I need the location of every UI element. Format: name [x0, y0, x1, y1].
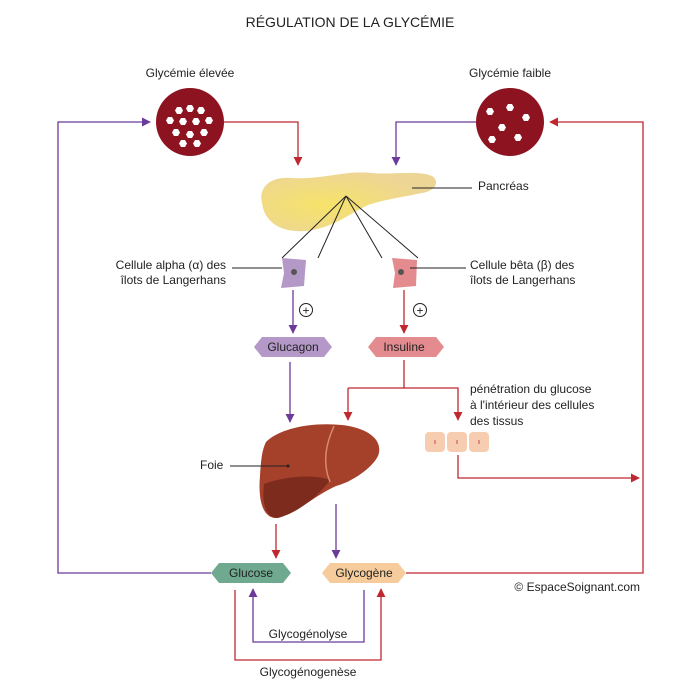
glycogen-tag: Glycogène: [322, 563, 406, 583]
low-glycemia-label: Glycémie faible: [469, 66, 551, 80]
liver-pointer-dot: [286, 464, 290, 468]
alpha-cell-label-line1: Cellule alpha (α) des: [116, 258, 226, 272]
insulin-label: Insuline: [383, 340, 425, 354]
pancreas-to-cells-lines: [281, 195, 419, 259]
glucagon-label: Glucagon: [267, 340, 318, 354]
insulin-tag: Insuline: [368, 337, 444, 357]
penetration-label-line3: des tissus: [470, 414, 523, 428]
glucose-to-high-feedback-arrow: [57, 117, 211, 574]
glycogenesis-label: Glycogénogenèse: [260, 665, 357, 679]
beta-cell-label-line2: îlots de Langerhans: [469, 273, 575, 287]
glucose-label: Glucose: [229, 566, 273, 580]
high-glycemia-blood-vessel: [156, 88, 224, 156]
alpha-cell: [281, 258, 306, 288]
pancreas-label: Pancréas: [478, 179, 529, 193]
glycogenesis-arrow: [234, 588, 386, 661]
copyright-label: © EspaceSoignant.com: [514, 580, 640, 594]
liver-label: Foie: [200, 458, 224, 472]
tissue-to-right-line-arrow: [457, 455, 640, 483]
penetration-label-line2: à l'intérieur des cellules: [470, 398, 594, 412]
high-to-pancreas-arrow: [224, 121, 303, 166]
penetration-label-line1: pénétration du glucose: [470, 382, 592, 396]
alpha-stimulation-plus-icon: +: [299, 303, 313, 318]
insulin-to-tissue-arrow: [404, 387, 463, 421]
alpha-cell-label-line2: îlots de Langerhans: [120, 273, 226, 287]
glucose-tag: Glucose: [211, 563, 291, 583]
pancreas-organ: [261, 172, 437, 232]
liver-organ: [259, 424, 380, 518]
beta-stimulation-plus-icon: +: [413, 303, 427, 318]
low-glycemia-blood-vessel: [476, 88, 544, 156]
glycogen-to-low-feedback-arrow: [406, 117, 644, 574]
page-title: RÉGULATION DE LA GLYCÉMIE: [246, 14, 455, 30]
low-to-pancreas-arrow: [391, 121, 476, 166]
tissue-cells: [425, 432, 489, 452]
beta-cell-label-line1: Cellule bêta (β) des: [470, 258, 574, 272]
beta-cell: [392, 258, 417, 288]
glucagon-tag: Glucagon: [254, 337, 332, 357]
glycogenolysis-arrow: [248, 588, 365, 643]
glycogenolysis-label: Glycogénolyse: [269, 627, 348, 641]
glycogen-label: Glycogène: [335, 566, 393, 580]
svg-text:+: +: [416, 304, 423, 318]
svg-text:+: +: [302, 304, 309, 318]
high-glycemia-label: Glycémie élevée: [146, 66, 235, 80]
connector-arrows: [57, 117, 644, 661]
insulin-split-line: [348, 360, 405, 389]
